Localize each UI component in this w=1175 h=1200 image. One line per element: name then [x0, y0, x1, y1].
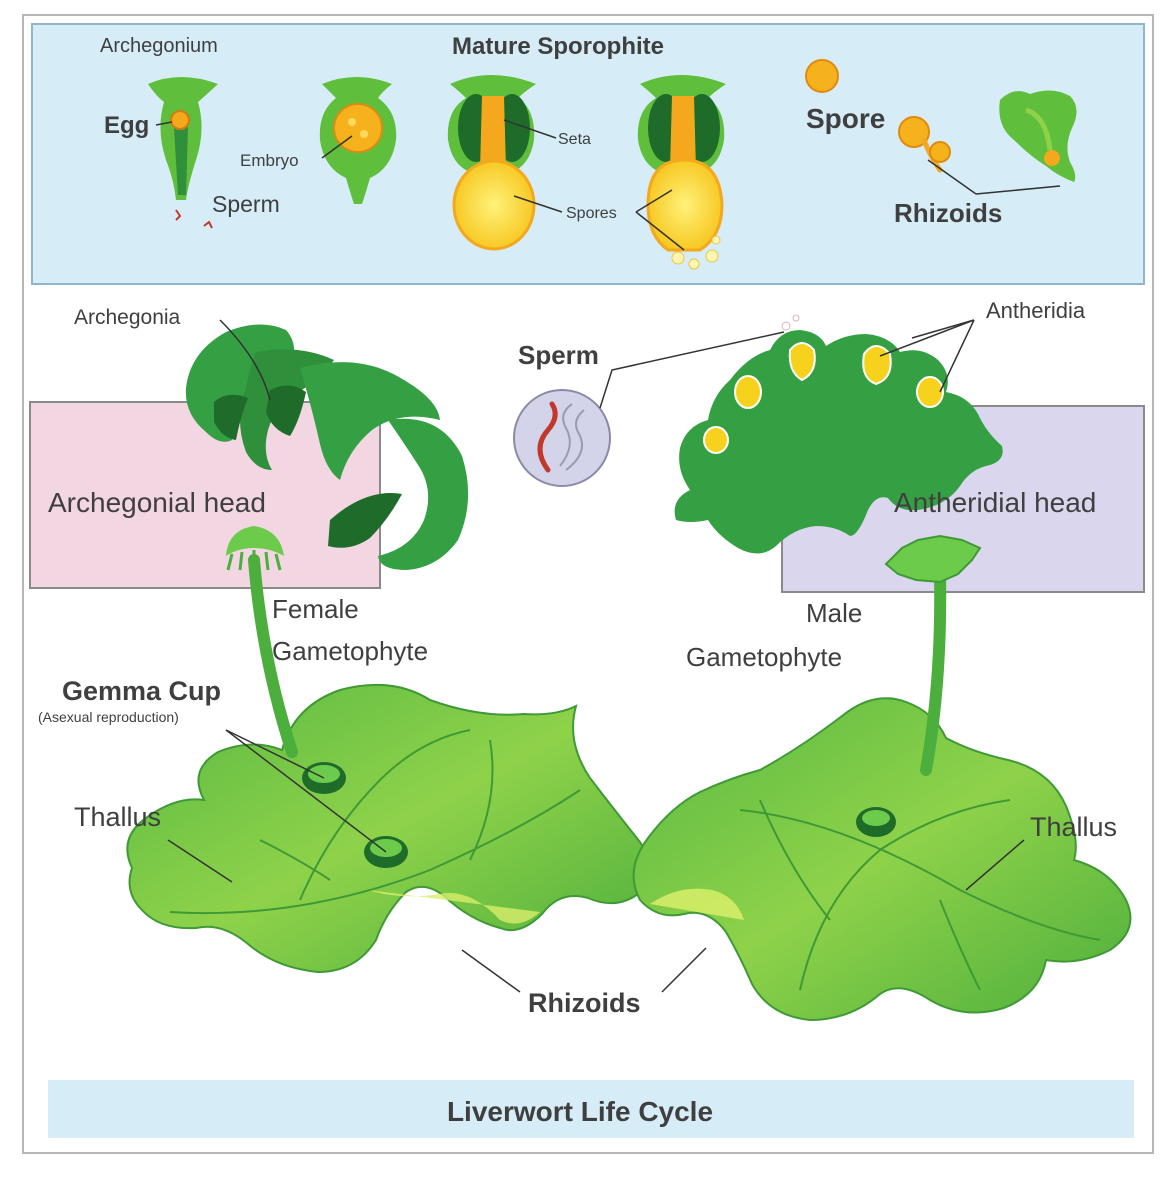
embryo-label: Embryo [240, 151, 299, 170]
antheridial-head-label: Antheridial head [894, 487, 1096, 518]
middle-leader-lines [167, 319, 1025, 993]
archegonium-label: Archegonium [100, 35, 218, 57]
female-label-line2: Gametophyte [272, 636, 428, 666]
thallus-label-left: Thallus [74, 802, 161, 832]
thallus-label-right: Thallus [1030, 812, 1117, 842]
gemma-cup-label: Gemma Cup [62, 676, 221, 706]
antheridia-label: Antheridia [986, 298, 1086, 323]
seta-label: Seta [558, 131, 591, 148]
female-stalk [248, 554, 298, 758]
sperm-label-top: Sperm [212, 191, 280, 217]
rhizoids-label-bottom: Rhizoids [528, 988, 641, 1018]
top-leader-lines [155, 119, 1061, 251]
sporophyte-illustration-1 [447, 75, 536, 251]
left-thallus-illustration [126, 683, 651, 974]
egg-label: Egg [104, 112, 149, 139]
male-label-line2: Gametophyte [686, 642, 842, 672]
antheridial-head-illustration [674, 314, 1003, 554]
spore-illustration [805, 59, 839, 93]
footer-title: Liverwort Life Cycle [447, 1096, 713, 1127]
archegonia-label: Archegonia [74, 306, 181, 329]
small-archegoniophore [226, 526, 284, 572]
spores-label: Spores [566, 205, 617, 222]
small-antheridiophore [884, 534, 982, 584]
archegonium-egg-illustration [148, 77, 218, 229]
footer-bar [48, 1080, 1134, 1138]
spore-label: Spore [806, 103, 885, 134]
sperm-magnified-illustration [513, 389, 611, 487]
female-label-line1: Female [272, 594, 359, 624]
right-thallus-illustration [632, 697, 1132, 1022]
male-label-line1: Male [806, 598, 862, 628]
sporophyte-panel [31, 23, 1145, 285]
archegonial-head-label: Archegonial head [48, 487, 266, 518]
mature-sporophite-title: Mature Sporophite [452, 33, 664, 60]
gemma-cup-note: (Asexual reproduction) [38, 709, 179, 725]
sporophyte-illustration-2 [637, 75, 726, 270]
young-gametophyte-illustration [999, 90, 1077, 182]
sperm-label-middle: Sperm [518, 340, 599, 370]
male-stalk [920, 568, 947, 776]
rhizoids-label-top: Rhizoids [894, 198, 1002, 228]
